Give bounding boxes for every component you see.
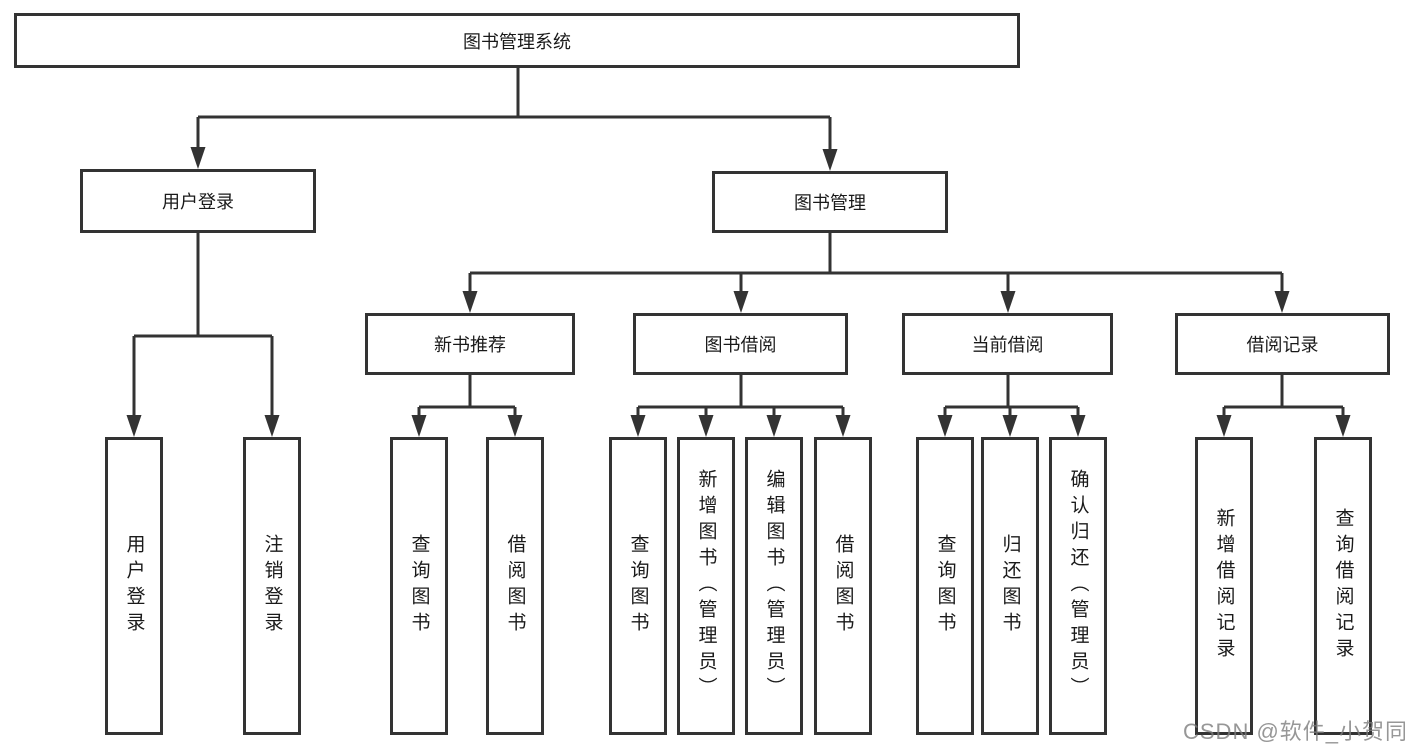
leaf-add-books-admin: 新增图书（管理员） — [677, 437, 735, 735]
leaf-user-login: 用户登录 — [105, 437, 163, 735]
connector-strokes — [132, 68, 1345, 417]
arrowheads — [126, 147, 1351, 437]
node-book-borrow: 图书借阅 — [633, 313, 848, 375]
leaf-query-books-current: 查询图书 — [916, 437, 974, 735]
leaf-query-books-recommend: 查询图书 — [390, 437, 448, 735]
leaf-logout: 注销登录 — [243, 437, 301, 735]
leaf-add-borrow-record: 新增借阅记录 — [1195, 437, 1253, 735]
node-user-login: 用户登录 — [80, 169, 316, 233]
leaf-return-books: 归还图书 — [981, 437, 1039, 735]
leaf-confirm-return-admin: 确认归还（管理员） — [1049, 437, 1107, 735]
node-current-borrow: 当前借阅 — [902, 313, 1113, 375]
leaf-query-books-borrow: 查询图书 — [609, 437, 667, 735]
leaf-borrow-books-recommend: 借阅图书 — [486, 437, 544, 735]
node-book-management: 图书管理 — [712, 171, 948, 233]
leaf-query-borrow-record: 查询借阅记录 — [1314, 437, 1372, 735]
leaf-borrow-books: 借阅图书 — [814, 437, 872, 735]
leaf-edit-books-admin: 编辑图书（管理员） — [745, 437, 803, 735]
node-borrow-records: 借阅记录 — [1175, 313, 1390, 375]
node-library-system: 图书管理系统 — [14, 13, 1020, 68]
watermark: CSDN @软件_小贺同学 — [1183, 719, 1405, 744]
node-new-book-recommend: 新书推荐 — [365, 313, 575, 375]
